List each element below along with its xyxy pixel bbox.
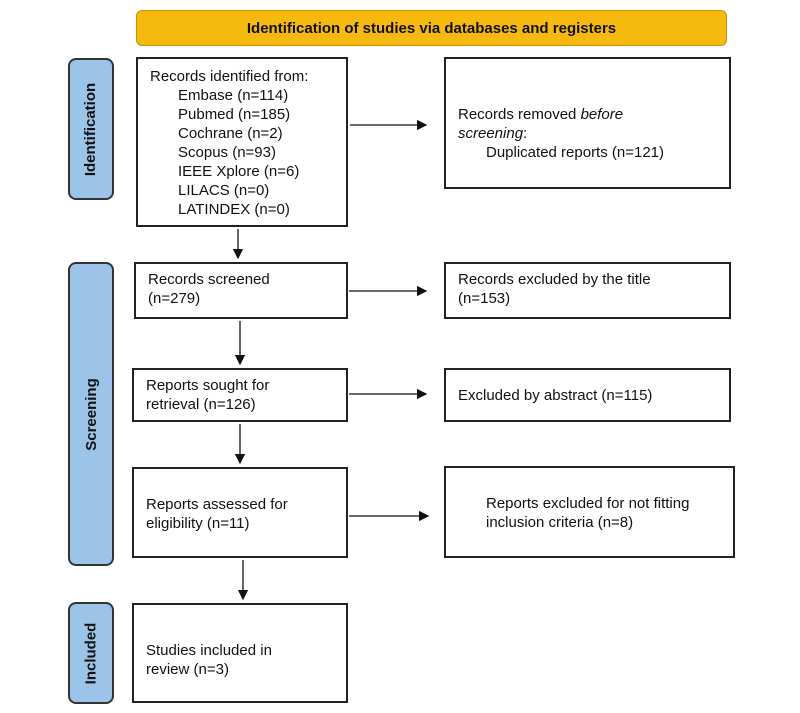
source-item: Embase (n=114) [178, 87, 289, 104]
reports-sought-box: Reports sought for retrieval (n=126) [132, 368, 348, 422]
text: Reports sought for [146, 377, 270, 394]
records-removed-box: Records removed before screening: Duplic… [444, 57, 731, 189]
text: Reports excluded for not fitting [486, 495, 690, 512]
text: eligibility (n=11) [146, 515, 250, 532]
text: Excluded by abstract (n=115) [458, 387, 653, 404]
text: Records removed [458, 106, 581, 123]
header-banner: Identification of studies via databases … [136, 10, 727, 46]
box-title: Records identified from: [150, 68, 309, 85]
duplicates-count: Duplicated reports (n=121) [486, 144, 665, 161]
phase-screening: Screening [68, 262, 114, 566]
text: review (n=3) [146, 661, 229, 678]
text: Studies included in [146, 642, 272, 659]
reports-assessed-box: Reports assessed for eligibility (n=11) [132, 467, 348, 558]
text: : [523, 125, 528, 142]
text: screening [458, 125, 524, 142]
source-item: IEEE Xplore (n=6) [178, 163, 300, 180]
text: (n=153) [458, 290, 511, 307]
text: Reports assessed for [146, 496, 288, 513]
text: retrieval (n=126) [146, 396, 256, 413]
text: (n=279) [148, 290, 201, 307]
excluded-by-title-box: Records excluded by the title (n=153) [444, 262, 731, 319]
source-item: LILACS (n=0) [178, 182, 270, 199]
excluded-by-abstract-box: Excluded by abstract (n=115) [444, 368, 731, 422]
source-item: Pubmed (n=185) [178, 106, 291, 123]
text: Records excluded by the title [458, 271, 651, 288]
text: before [580, 106, 624, 123]
phase-identification: Identification [68, 58, 114, 200]
source-item: LATINDEX (n=0) [178, 201, 290, 218]
records-screened-box: Records screened (n=279) [134, 262, 348, 319]
source-item: Cochrane (n=2) [178, 125, 283, 142]
text: Records screened [148, 271, 270, 288]
source-item: Scopus (n=93) [178, 144, 276, 161]
studies-included-box: Studies included in review (n=3) [132, 603, 348, 703]
excluded-criteria-box: Reports excluded for not fitting inclusi… [444, 466, 735, 558]
records-identified-box: Records identified from: Embase (n=114) … [136, 57, 348, 227]
text: inclusion criteria (n=8) [486, 514, 634, 531]
phase-included: Included [68, 602, 114, 704]
